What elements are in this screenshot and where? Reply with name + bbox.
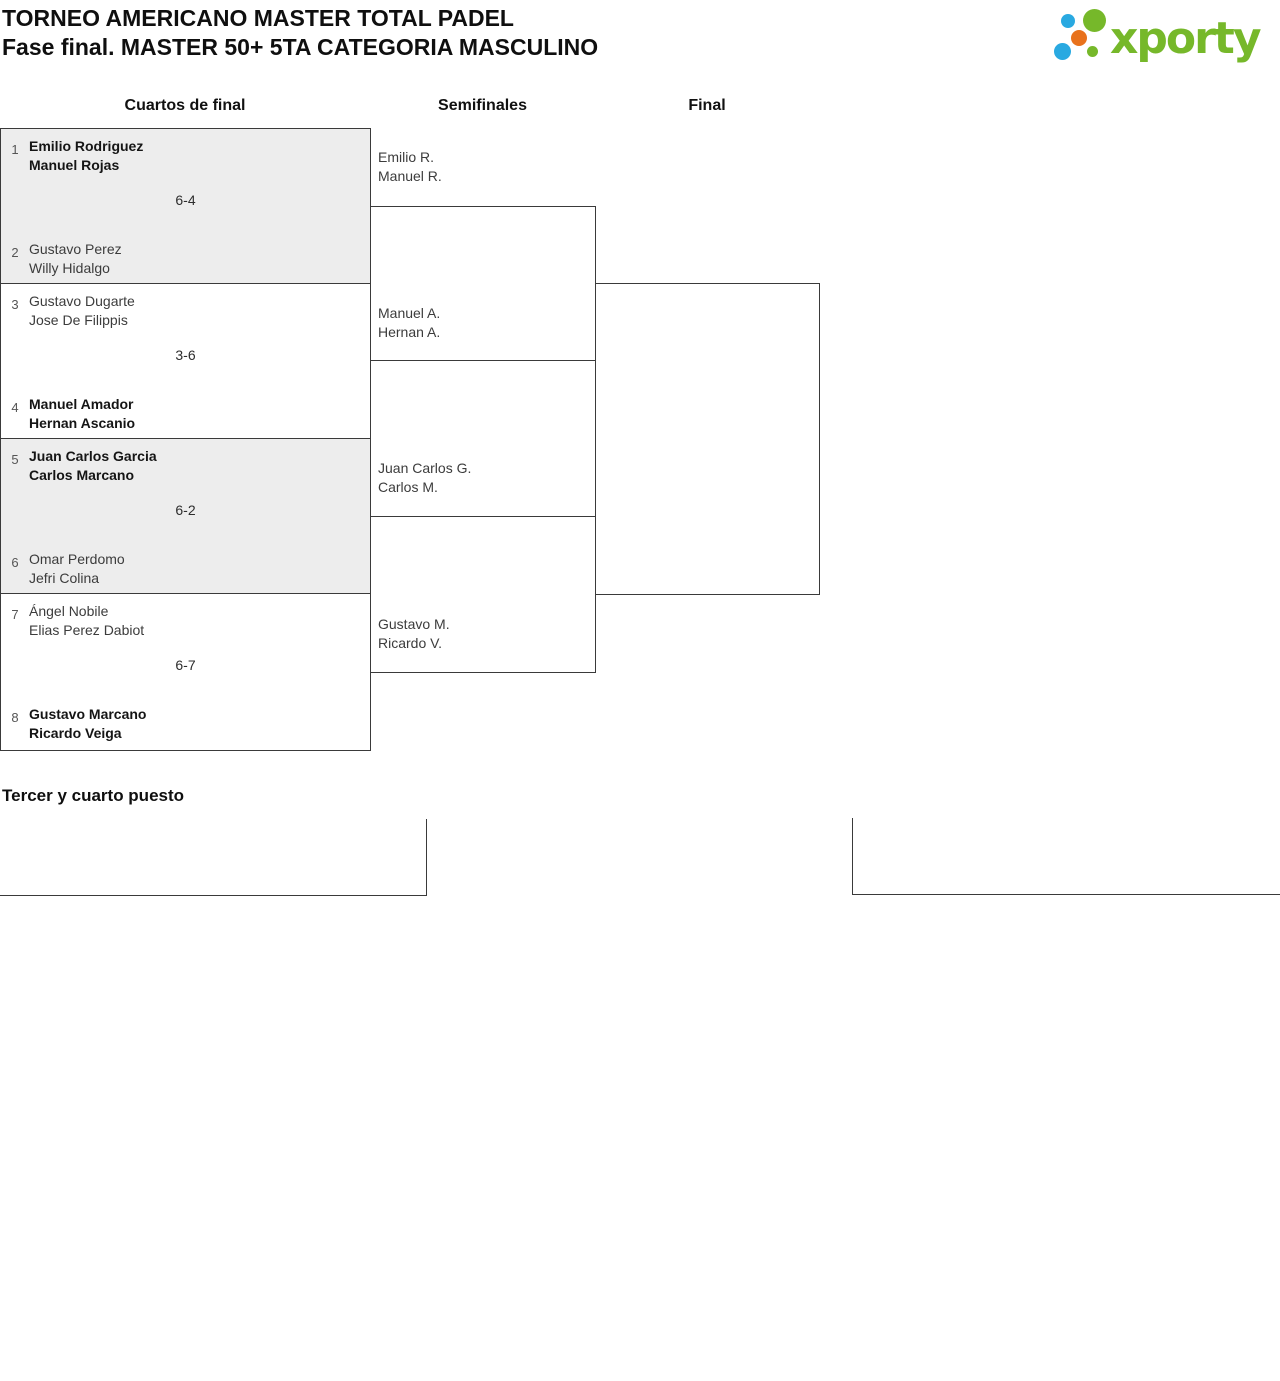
team-names: Omar Perdomo Jefri Colina — [29, 550, 125, 588]
team-names: Gustavo Perez Willy Hidalgo — [29, 240, 122, 278]
player-name: Carlos M. — [378, 479, 438, 495]
seed-number: 6 — [11, 555, 19, 570]
player-name: Manuel Rojas — [29, 157, 120, 173]
seed-number: 1 — [11, 142, 19, 157]
xporty-logo[interactable]: xporty — [1050, 4, 1278, 68]
seed-number: 8 — [11, 710, 19, 725]
logo-dot-blue-bottom — [1054, 43, 1071, 60]
player-name: Hernan Ascanio — [29, 415, 136, 431]
seed-number: 3 — [11, 297, 19, 312]
player-name: Carlos Marcano — [29, 467, 135, 483]
player-name: Emilio R. — [378, 149, 435, 165]
qf-match-3[interactable]: 5 Juan Carlos Garcia Carlos Marcano 6-2 … — [0, 438, 371, 594]
column-header-semifinals: Semifinales — [438, 97, 527, 114]
match-score: 6-4 — [175, 192, 196, 208]
tournament-title: TORNEO AMERICANO MASTER TOTAL PADEL — [2, 5, 514, 31]
sf1-team-bottom: Manuel A. Hernan A. — [378, 304, 588, 342]
logo-wordmark: xporty — [1110, 13, 1262, 64]
third-place-right-connector — [852, 818, 1280, 895]
team-names: Gustavo Dugarte Jose De Filippis — [29, 292, 135, 330]
match-score: 6-2 — [175, 502, 196, 518]
player-name: Jefri Colina — [29, 570, 100, 586]
player-name: Manuel R. — [378, 168, 442, 184]
page-title: TORNEO AMERICANO MASTER TOTAL PADEL Fase… — [2, 4, 598, 62]
qf-match-4[interactable]: 7 Ángel Nobile Elias Perez Dabiot 6-7 Gu… — [0, 593, 371, 751]
third-place-heading: Tercer y cuarto puesto — [2, 786, 185, 805]
sf2-team-top: Juan Carlos G. Carlos M. — [378, 459, 588, 497]
player-name: Hernan A. — [378, 324, 441, 340]
player-name: Omar Perdomo — [29, 551, 125, 567]
seed-number: 4 — [11, 400, 19, 415]
player-name: Juan Carlos Garcia — [29, 448, 157, 464]
third-place-left-connector — [0, 819, 427, 896]
team-names: Emilio Rodriguez Manuel Rojas — [29, 137, 143, 175]
seed-number: 7 — [11, 607, 19, 622]
team-names: Juan Carlos Garcia Carlos Marcano — [29, 447, 157, 485]
player-name: Willy Hidalgo — [29, 260, 110, 276]
logo-dot-green-large — [1083, 9, 1106, 32]
player-name: Gustavo Dugarte — [29, 293, 135, 309]
logo-dot-blue-top — [1061, 14, 1075, 28]
seed-number: 5 — [11, 452, 19, 467]
player-name: Ángel Nobile — [29, 603, 109, 619]
column-header-quarterfinals: Cuartos de final — [124, 97, 246, 114]
player-name: Ricardo Veiga — [29, 725, 122, 741]
final-match-box[interactable] — [595, 283, 820, 595]
team-names: Gustavo Marcano Ricardo Veiga — [29, 705, 146, 743]
match-score: 6-7 — [175, 657, 196, 673]
player-name: Gustavo Perez — [29, 241, 122, 257]
team-names: Manuel Amador Hernan Ascanio — [29, 395, 135, 433]
logo-dot-orange — [1071, 30, 1087, 46]
player-name: Elias Perez Dabiot — [29, 622, 145, 638]
logo-dot-green-small — [1087, 46, 1098, 57]
player-name: Gustavo Marcano — [29, 706, 147, 722]
player-name: Manuel A. — [378, 305, 441, 321]
qf-match-2[interactable]: 3 Gustavo Dugarte Jose De Filippis 3-6 M… — [0, 283, 371, 439]
tournament-subtitle: Fase final. MASTER 50+ 5TA CATEGORIA MAS… — [2, 34, 599, 60]
player-name: Juan Carlos G. — [378, 460, 472, 476]
player-name: Gustavo M. — [378, 616, 450, 632]
player-name: Emilio Rodriguez — [29, 138, 144, 154]
column-header-final: Final — [688, 97, 726, 114]
player-name: Manuel Amador — [29, 396, 134, 412]
sf2-team-bottom: Gustavo M. Ricardo V. — [378, 615, 588, 653]
seed-number: 2 — [11, 245, 19, 260]
match-score: 3-6 — [175, 347, 196, 363]
player-name: Jose De Filippis — [29, 312, 128, 328]
player-name: Ricardo V. — [378, 635, 443, 651]
sf1-team-top: Emilio R. Manuel R. — [378, 148, 588, 186]
qf-match-1[interactable]: 1 Emilio Rodriguez Manuel Rojas 6-4 Gust… — [0, 128, 371, 284]
team-names: Ángel Nobile Elias Perez Dabiot — [29, 602, 144, 640]
